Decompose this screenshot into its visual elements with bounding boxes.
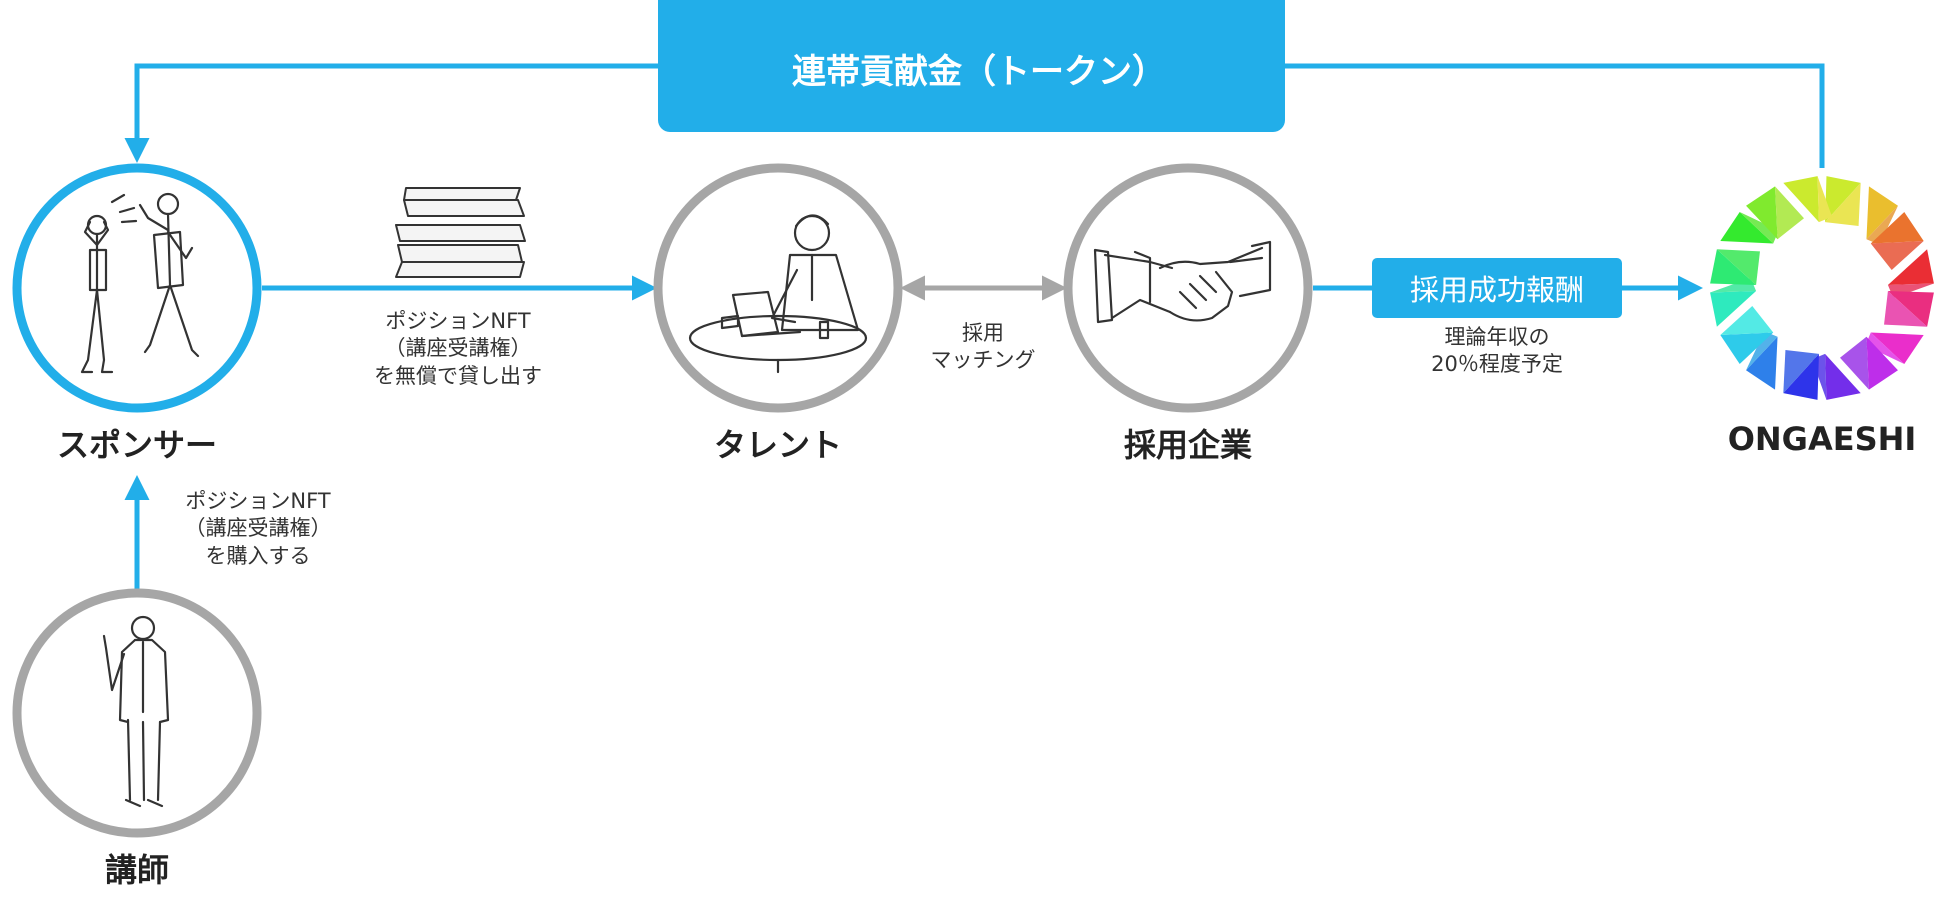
- logo-segment: [1783, 353, 1819, 400]
- logo-segment: [1865, 332, 1905, 364]
- logo-segment: [1884, 291, 1928, 327]
- token-loop-connector: [137, 63, 1825, 168]
- talent-label: タレント: [713, 426, 842, 464]
- logo-segment: [1870, 212, 1924, 244]
- logo-segment: [1775, 186, 1804, 240]
- logo-segment: [1720, 332, 1774, 364]
- logo-segment: [1710, 249, 1757, 285]
- logo-segment: [1887, 291, 1934, 327]
- logo-segment: [1866, 336, 1898, 390]
- logo-segment: [1825, 353, 1861, 400]
- logo-segment: [1870, 241, 1924, 270]
- note-line: 20％程度予定: [1431, 352, 1563, 377]
- token-banner: [658, 0, 1285, 132]
- logo-segment: [1716, 249, 1760, 285]
- logo-segment: [1817, 176, 1833, 223]
- logo-segment: [1887, 249, 1934, 285]
- note-line: マッチング: [930, 348, 1036, 373]
- company-to-ongaeshi-note: 理論年収の 20％程度予定: [1382, 324, 1612, 379]
- logo-segment: [1746, 331, 1778, 371]
- logo-segment: [1783, 176, 1819, 223]
- logo-segment: [1840, 336, 1869, 390]
- sponsor-node: [12, 163, 262, 413]
- note-line: ポジションNFT: [185, 489, 331, 513]
- logo-segment: [1870, 332, 1924, 364]
- lecturer-to-sponsor-note: ポジションNFT （講座受講権） を購入する: [158, 488, 358, 570]
- presenter-icon: [102, 615, 170, 808]
- talent-company-note: 採用 マッチング: [918, 320, 1048, 375]
- lecturer-node: [12, 588, 262, 838]
- note-line: ポジションNFT: [385, 309, 531, 333]
- ongaeshi-logo-icon: [1710, 176, 1934, 400]
- token-banner-label: 連帯貢献金（トークン）: [792, 52, 1166, 92]
- logo-segment: [1720, 306, 1774, 335]
- note-line: 理論年収の: [1444, 325, 1550, 349]
- book-stack-icon: [395, 187, 526, 278]
- ongaeshi-label: ONGAESHI: [1727, 420, 1917, 458]
- logo-segment: [1739, 212, 1779, 244]
- note-line: を無償で貸し出す: [374, 363, 542, 388]
- success-fee-badge: 採用成功報酬: [1372, 258, 1622, 318]
- logo-segment: [1746, 336, 1778, 390]
- logo-segment: [1783, 350, 1819, 394]
- lecturer-label: 講師: [104, 851, 169, 889]
- note-line: 採用: [962, 321, 1004, 345]
- logo-segment: [1866, 186, 1898, 240]
- logo-segment: [1710, 291, 1757, 327]
- logo-segment: [1825, 176, 1861, 223]
- person-laptop-icon: [688, 214, 868, 374]
- talent-node: [653, 163, 903, 413]
- company-node: [1063, 163, 1313, 413]
- sponsor-to-talent-note: ポジションNFT （講座受講権） を無償で貸し出す: [348, 308, 568, 390]
- logo-segment: [1825, 182, 1861, 226]
- note-line: を購入する: [205, 543, 311, 568]
- company-label: 採用企業: [1123, 426, 1252, 464]
- logo-segment: [1866, 205, 1898, 245]
- note-line: （講座受講権）: [384, 336, 532, 361]
- logo-segment: [1746, 186, 1778, 240]
- cheering-people-icon: [80, 192, 200, 374]
- logo-segment: [1720, 212, 1774, 244]
- note-line: （講座受講権）: [184, 516, 332, 541]
- handshake-icon: [1093, 240, 1272, 324]
- sponsor-label: スポンサー: [56, 426, 217, 464]
